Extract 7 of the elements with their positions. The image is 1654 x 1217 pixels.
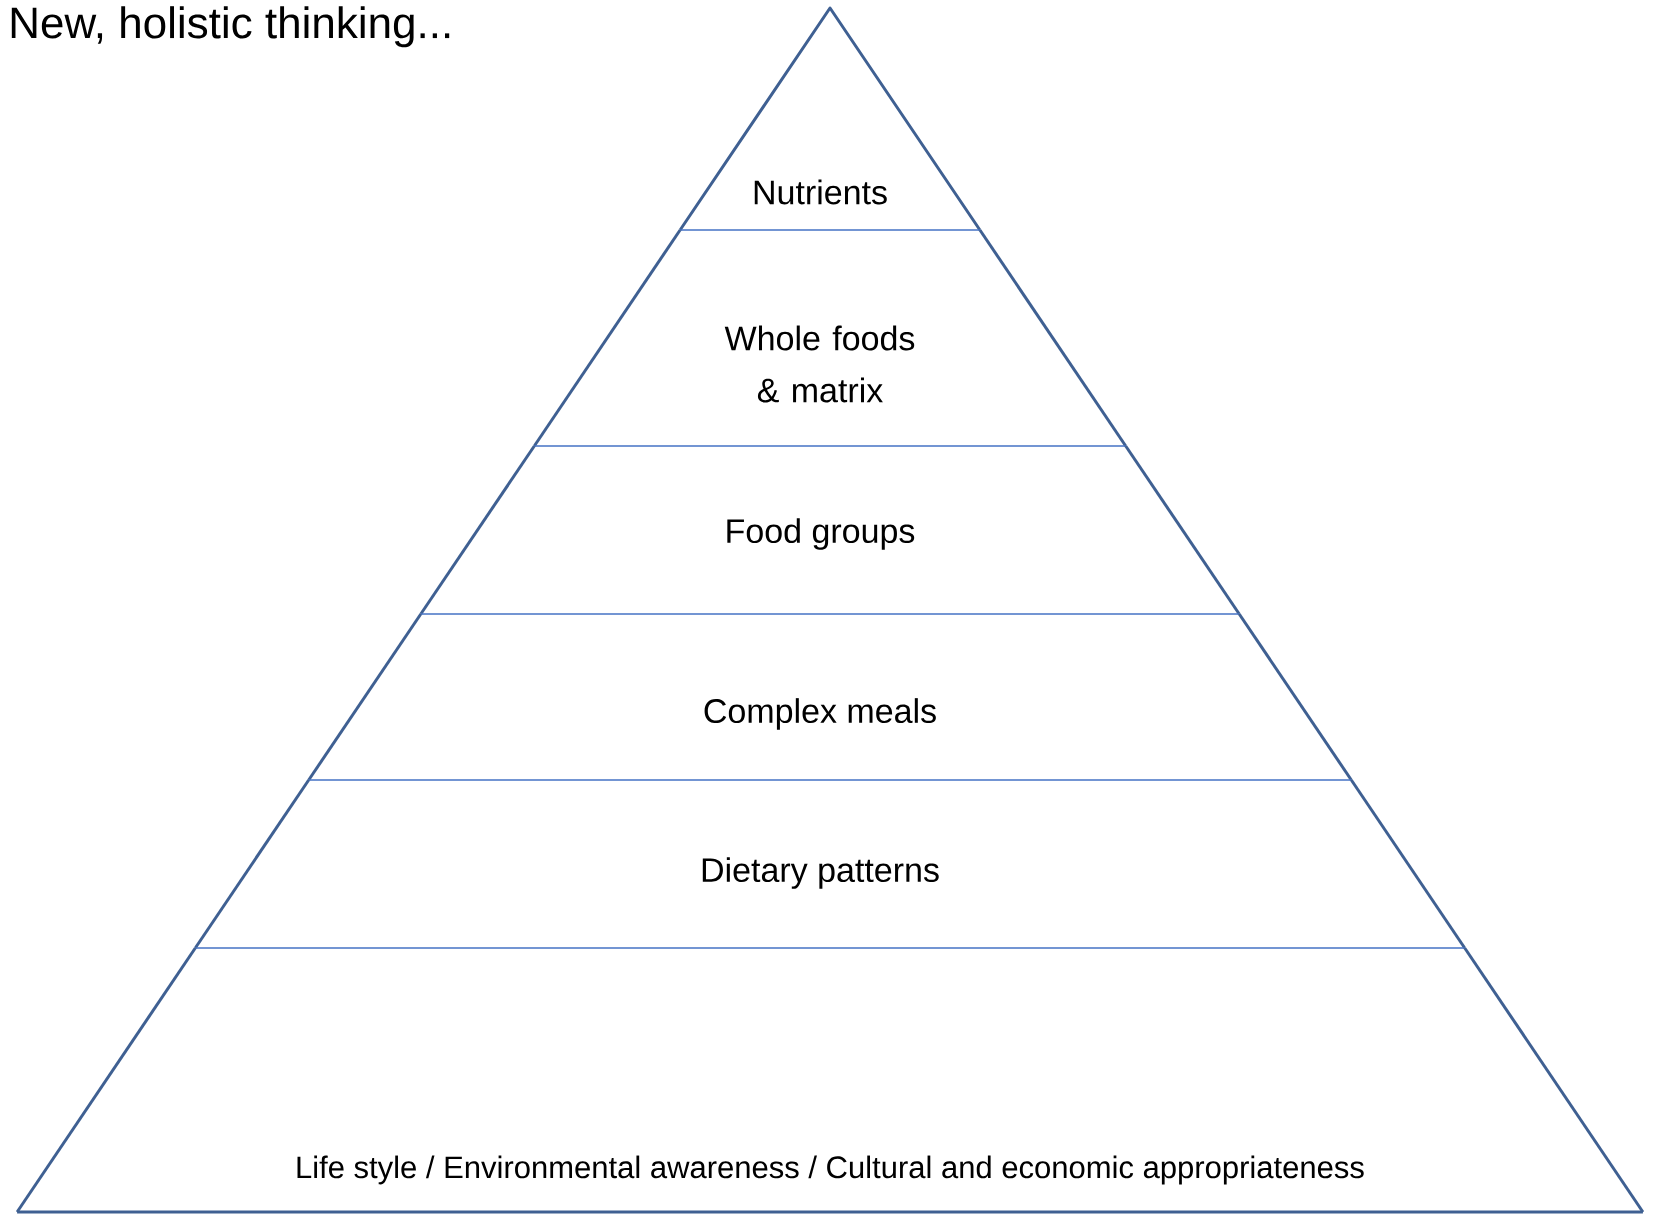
pyramid-tier: Food groups bbox=[419, 445, 1241, 615]
title: New, holistic thinking... bbox=[11, 6, 450, 48]
pyramid-tier: Complex meals bbox=[307, 613, 1353, 781]
pyramid-tier: Dietary patterns bbox=[194, 779, 1466, 949]
pyramid-tier: Life style / Environmental awareness / Cultural and economic appropriateness bbox=[15, 947, 1645, 1214]
pyramid-tier: Whole foods & matrix bbox=[533, 229, 1127, 447]
pyramid-tier: Nutrients bbox=[678, 6, 982, 231]
